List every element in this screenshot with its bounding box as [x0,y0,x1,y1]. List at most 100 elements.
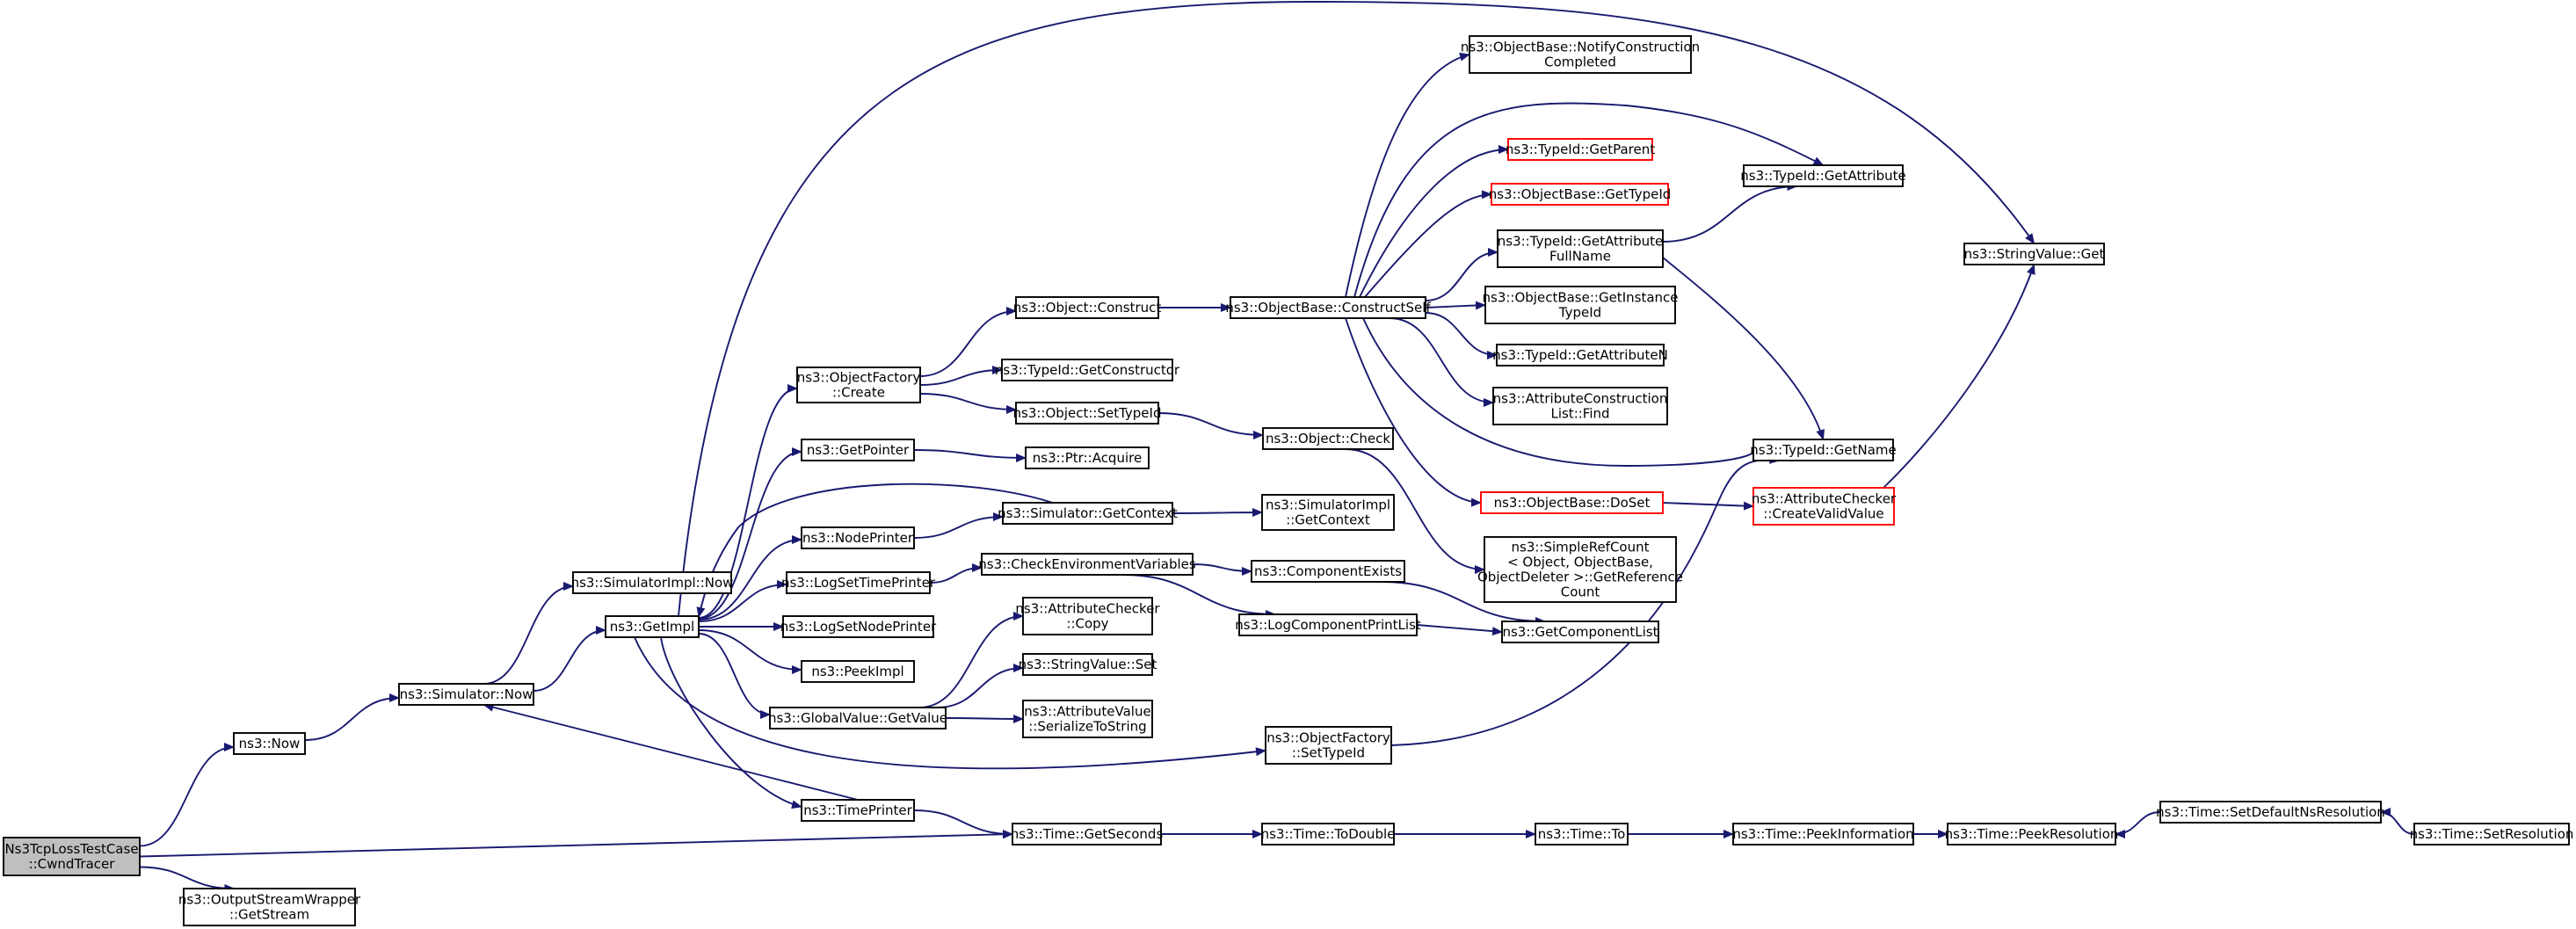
node-label: ns3::Time::ToDouble [1261,826,1396,842]
edge-object_check-to-simplerefcount [1345,448,1485,574]
edge-getimpl-to-objfactory_create [698,384,798,619]
node-label: ns3::ObjectBase::GetTypeId [1489,186,1672,202]
node-label: ns3::Object::Construct [1013,300,1162,316]
node-object-construct[interactable]: ns3::Object::Construct [1013,296,1162,319]
edge-objfactory_create-to-object_construct [919,307,1017,377]
node-simimpl-getcontext[interactable]: ns3::SimulatorImpl::GetContext [1261,494,1395,531]
node-getpointer[interactable]: ns3::GetPointer [801,439,915,461]
node-time-to[interactable]: ns3::Time::To [1535,823,1629,846]
node-timeprinter[interactable]: ns3::TimePrinter [801,799,915,822]
node-label: ns3::TypeId::GetConstructor [995,362,1180,378]
edge-time_setdefaultnsres-to-time_peekresolution [2115,811,2161,838]
node-objfactory-create[interactable]: ns3::ObjectFactory::Create [796,367,921,403]
node-box [1497,229,1664,268]
edge-typeid_getattrfullname-to-typeid_getattribute [1662,182,1798,243]
node-label: ns3::ComponentExists [1254,563,1402,579]
node-time-setdefaultnsres[interactable]: ns3::Time::SetDefaultNsResolution [2156,801,2385,824]
edge-globalvalue_getvalue-to-attrchecker_copy [918,612,1024,708]
node-time-setresolution[interactable]: ns3::Time::SetResolution [2410,823,2574,846]
node-attrchecker-createvalid[interactable]: ns3::AttributeChecker::CreateValidValue [1752,487,1897,526]
node-logcomponentprintlist[interactable]: ns3::LogComponentPrintList [1235,613,1421,636]
edge-checkenv-to-logcomponentprintlist [1121,574,1276,619]
node-checkenv[interactable]: ns3::CheckEnvironmentVariables [978,553,1196,576]
node-box [183,888,356,926]
node-peekimpl[interactable]: ns3::PeekImpl [801,660,915,683]
node-ptr-acquire[interactable]: ns3::Ptr::Acquire [1025,446,1150,469]
node-box [1251,560,1405,583]
node-attrchecker-copy[interactable]: ns3::AttributeChecker::Copy [1015,597,1160,635]
node-box [801,526,915,549]
node-objbase-constructself[interactable]: ns3::ObjectBase::ConstructSelf [1225,296,1431,319]
node-sim-now[interactable]: ns3::Simulator::Now [398,683,534,706]
node-label: Ns3TcpLossTestCase [4,841,138,857]
node-label: ns3::ObjectBase::ConstructSelf [1225,300,1431,316]
node-globalvalue-getvalue[interactable]: ns3::GlobalValue::GetValue [768,707,947,729]
node-box [1484,286,1676,324]
node-label: ns3::GetImpl [610,619,694,635]
node-typeid-getname[interactable]: ns3::TypeId::GetName [1750,439,1897,461]
node-stringvalue-set[interactable]: ns3::StringValue::Set [1019,653,1157,676]
node-simimpl-now[interactable]: ns3::SimulatorImpl::Now [571,571,734,594]
node-label: ns3::AttributeChecker [1752,491,1897,507]
node-box [1015,296,1159,319]
edge-object_settypeid-to-object_check [1157,412,1264,439]
edge-objbase_constructself-to-typeid_getattributen [1425,312,1498,359]
node-label: ns3::OutputStreamWrapper [178,892,361,908]
edge-objbase_constructself-to-typeid_getparent [1359,145,1509,298]
node-label: ns3::Object::SetTypeId [1013,405,1162,421]
node-getimpl[interactable]: ns3::GetImpl [605,615,700,638]
node-objbase-gettypeid[interactable]: ns3::ObjectBase::GetTypeId [1489,183,1672,206]
node-box [605,615,700,638]
node-componentexists[interactable]: ns3::ComponentExists [1251,560,1405,583]
node-nodeprinter[interactable]: ns3::NodePrinter [801,526,915,549]
node-typeid-getparent[interactable]: ns3::TypeId::GetParent [1506,138,1655,161]
node-object-check[interactable]: ns3::Object::Check [1262,427,1394,450]
node-objfactory-settypeid[interactable]: ns3::ObjectFactory::SetTypeId [1265,726,1392,765]
node-label: ns3::Time::PeekResolution [1945,826,2119,842]
node-label: ns3::SimulatorImpl [1266,497,1390,513]
node-typeid-getattributen[interactable]: ns3::TypeId::GetAttributeN [1492,344,1668,367]
edge-getimpl-to-nodeprinter [698,535,802,621]
edge-root-to-osw_getstream [139,866,236,893]
node-attrvalue-serialize[interactable]: ns3::AttributeValue::SerializeToString [1022,700,1153,738]
node-label: ::CreateValidValue [1763,506,1883,522]
node-label: FullName [1549,249,1611,265]
edge-objfactory_settypeid-to-typeid_getname [1390,454,1781,746]
edge-objbase_constructself-to-objbase_doset [1345,317,1482,507]
node-typeid-getconstructor[interactable]: ns3::TypeId::GetConstructor [995,359,1180,381]
node-getcomponentlist[interactable]: ns3::GetComponentList [1501,621,1659,643]
nodes-layer: Ns3TcpLossTestCase::CwndTracerns3::Nowns… [3,35,2574,926]
node-sim-getcontext[interactable]: ns3::Simulator::GetContext [998,502,1178,525]
edge-timeprinter-to-time_getseconds [913,809,1013,838]
node-object-settypeid[interactable]: ns3::Object::SetTypeId [1013,402,1162,425]
node-label: ns3::StringValue::Set [1019,657,1157,672]
node-box [1947,823,2116,846]
node-osw-getstream[interactable]: ns3::OutputStreamWrapper::GetStream [178,888,361,926]
node-label: ns3::StringValue::Get [1964,246,2105,262]
node-simplerefcount[interactable]: ns3::SimpleRefCount< Object, ObjectBase,… [1477,536,1683,603]
node-logsetnodeprinter[interactable]: ns3::LogSetNodePrinter [780,615,937,638]
edge-objbase_constructself-to-objbase_gettypeid [1364,190,1492,298]
node-time-todouble[interactable]: ns3::Time::ToDouble [1261,823,1396,846]
node-stringvalue-get[interactable]: ns3::StringValue::Get [1963,243,2105,265]
node-objbase-notify[interactable]: ns3::ObjectBase::NotifyConstructionCompl… [1461,35,1700,74]
node-typeid-getattribute[interactable]: ns3::TypeId::GetAttribute [1740,164,1906,187]
node-time-peekinformation[interactable]: ns3::Time::PeekInformation [1732,823,1914,846]
node-objbase-doset[interactable]: ns3::ObjectBase::DoSet [1480,491,1664,514]
node-box [1022,653,1153,676]
node-box [782,615,934,638]
node-logsettimeprinter[interactable]: ns3::LogSetTimePrinter [781,571,936,594]
node-box [1535,823,1629,846]
node-label: ns3::Simulator::GetContext [998,505,1178,521]
node-time-getseconds[interactable]: ns3::Time::GetSeconds [1011,823,1164,846]
node-box [801,439,915,461]
node-time-peekresolution[interactable]: ns3::Time::PeekResolution [1945,823,2119,846]
node-label: ns3::ObjectBase::GetInstance [1483,290,1679,306]
node-label: ::GetContext [1286,512,1370,528]
node-now[interactable]: ns3::Now [233,732,306,755]
node-box [1743,164,1904,187]
